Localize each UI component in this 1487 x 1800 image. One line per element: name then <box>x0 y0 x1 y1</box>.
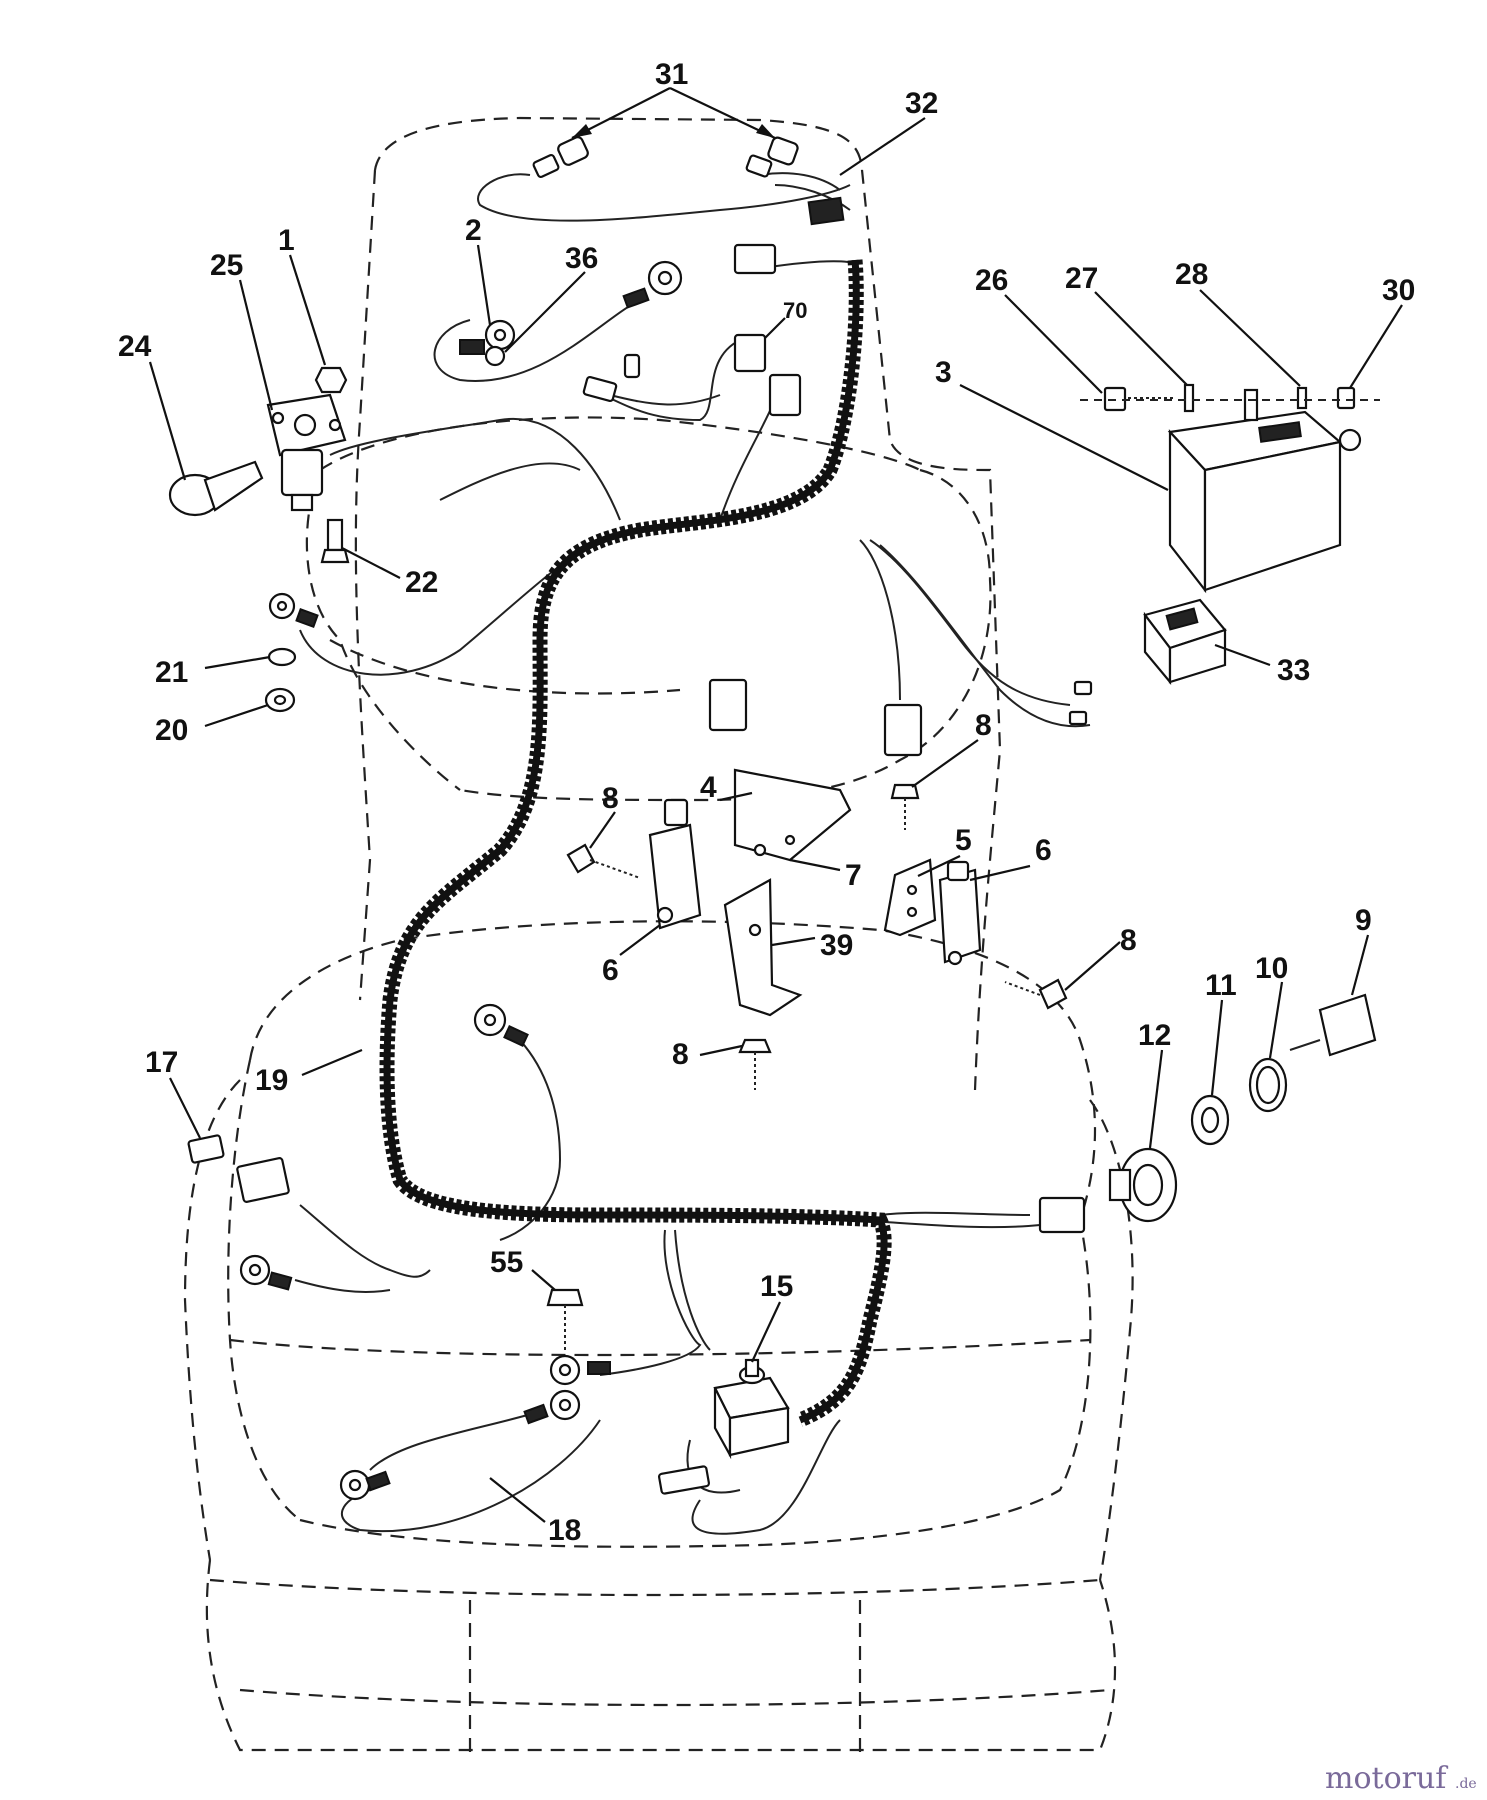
watermark: motoruf .de <box>1325 1761 1477 1796</box>
callout-36: 36 <box>565 242 598 275</box>
coiled-wire-harness <box>379 259 892 1427</box>
parts <box>168 136 1380 1501</box>
callout-26: 26 <box>975 264 1008 297</box>
callout-39: 39 <box>820 929 853 962</box>
battery-3 <box>1167 388 1362 594</box>
callout-12: 12 <box>1138 1019 1171 1052</box>
callout-8-lower: 8 <box>672 1038 689 1071</box>
callout-55: 55 <box>490 1246 523 1279</box>
callout-2: 2 <box>465 214 482 247</box>
callout-17: 17 <box>145 1046 178 1079</box>
callout-22: 22 <box>405 566 438 599</box>
machine-outline <box>183 116 1134 1760</box>
callout-5: 5 <box>955 824 972 857</box>
callout-18: 18 <box>548 1514 581 1547</box>
callout-19: 19 <box>255 1064 288 1097</box>
callout-32: 32 <box>905 87 938 120</box>
watermark-text: motoruf <box>1325 1761 1448 1796</box>
callout-labels: 31 32 2 36 1 25 24 70 26 27 28 30 3 22 2… <box>118 58 1415 1547</box>
callout-6-left: 6 <box>602 954 619 987</box>
callout-27: 27 <box>1065 262 1098 295</box>
callout-25: 25 <box>210 249 243 282</box>
callout-10: 10 <box>1255 952 1288 985</box>
boot-24 <box>168 460 264 517</box>
callout-8-left: 8 <box>602 782 619 815</box>
callout-28: 28 <box>1175 258 1208 291</box>
callout-1: 1 <box>278 224 295 257</box>
callout-70: 70 <box>783 298 807 323</box>
leader-lines <box>148 87 1403 1523</box>
callout-24: 24 <box>118 330 152 363</box>
seat-switch-15 <box>713 1358 790 1460</box>
callout-3: 3 <box>935 356 952 389</box>
rocker-switch-33 <box>1143 598 1227 686</box>
callout-6-right: 6 <box>1035 834 1052 867</box>
callout-11: 11 <box>1205 969 1237 1002</box>
watermark-suffix: .de <box>1455 1776 1477 1792</box>
lamp-31-left <box>532 136 589 179</box>
callout-31: 31 <box>655 58 688 91</box>
switch-6-left <box>648 798 702 930</box>
callout-33: 33 <box>1277 654 1310 687</box>
switch-6-right <box>938 860 982 966</box>
ground-terminal-2 <box>459 319 516 367</box>
callout-7: 7 <box>845 859 862 892</box>
ignition-switch-12 <box>1108 1147 1178 1223</box>
lamp-31-right <box>745 136 799 178</box>
callout-20: 20 <box>155 714 188 747</box>
callout-9: 9 <box>1355 904 1372 937</box>
callout-21: 21 <box>155 656 188 689</box>
key-9 <box>1289 993 1377 1057</box>
callout-8-right: 8 <box>1120 924 1137 957</box>
callout-30: 30 <box>1382 274 1415 307</box>
wires <box>294 172 1091 1535</box>
solenoid-25 <box>266 393 347 512</box>
callout-8-upper-right: 8 <box>975 709 992 742</box>
callout-4: 4 <box>700 771 717 804</box>
callout-15: 15 <box>760 1270 793 1303</box>
